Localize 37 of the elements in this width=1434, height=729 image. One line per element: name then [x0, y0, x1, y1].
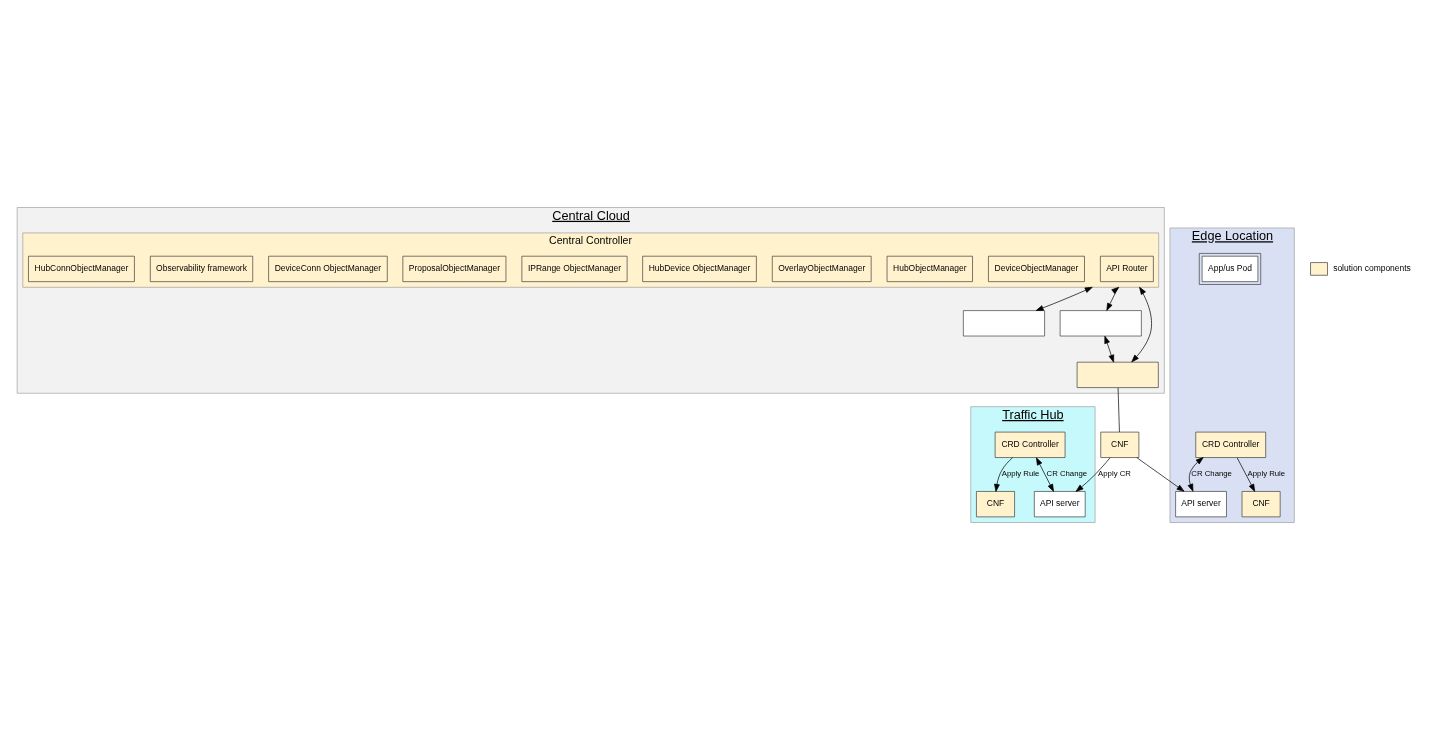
node-box: HubObjectManager — [886, 255, 973, 282]
node-box: DeviceObjectManager — [988, 255, 1085, 282]
edge-label: CR Change — [1191, 468, 1232, 478]
node-box: Observability framework — [149, 255, 254, 282]
node-box: API Router — [1100, 255, 1154, 282]
node-box: HubConnObjectManager — [28, 255, 135, 282]
edge-label: Apply CR — [1098, 468, 1131, 478]
node-box: DeviceConn ObjectManager — [268, 255, 388, 282]
arrow — [1136, 456, 1185, 492]
arrow — [1075, 456, 1111, 492]
arrow — [1131, 286, 1152, 362]
arrow — [1035, 286, 1093, 311]
edge-label: Apply Rule — [1001, 468, 1040, 478]
node-box: CNF — [1100, 431, 1140, 458]
node-box: API server — [1175, 490, 1227, 517]
node-box — [1076, 361, 1159, 388]
node-box — [963, 309, 1045, 336]
node-box: CRD Controller — [1195, 431, 1267, 458]
node-box: API server — [1034, 490, 1086, 517]
arrow — [1236, 456, 1256, 492]
legend-label: solution components — [1333, 262, 1411, 273]
node-box: ProposalObjectManager — [402, 255, 507, 282]
arrow — [1036, 456, 1054, 492]
node-box: IPRange ObjectManager — [521, 255, 628, 282]
node-box: CNF — [1241, 490, 1281, 517]
node-box — [1059, 309, 1142, 336]
edge-label: Apply Rule — [1247, 468, 1286, 478]
arrow — [1106, 286, 1120, 311]
node-box: CNF — [976, 490, 1015, 517]
arrow — [994, 456, 1013, 492]
connector — [1117, 387, 1120, 432]
node-box: OverlayObjectManager — [771, 255, 872, 282]
edge-label: CR Change — [1046, 468, 1088, 478]
node-box: HubDevice ObjectManager — [642, 255, 757, 282]
node-box: CRD Controller — [994, 431, 1066, 458]
arrow — [1104, 335, 1115, 362]
arrow — [1187, 456, 1204, 492]
